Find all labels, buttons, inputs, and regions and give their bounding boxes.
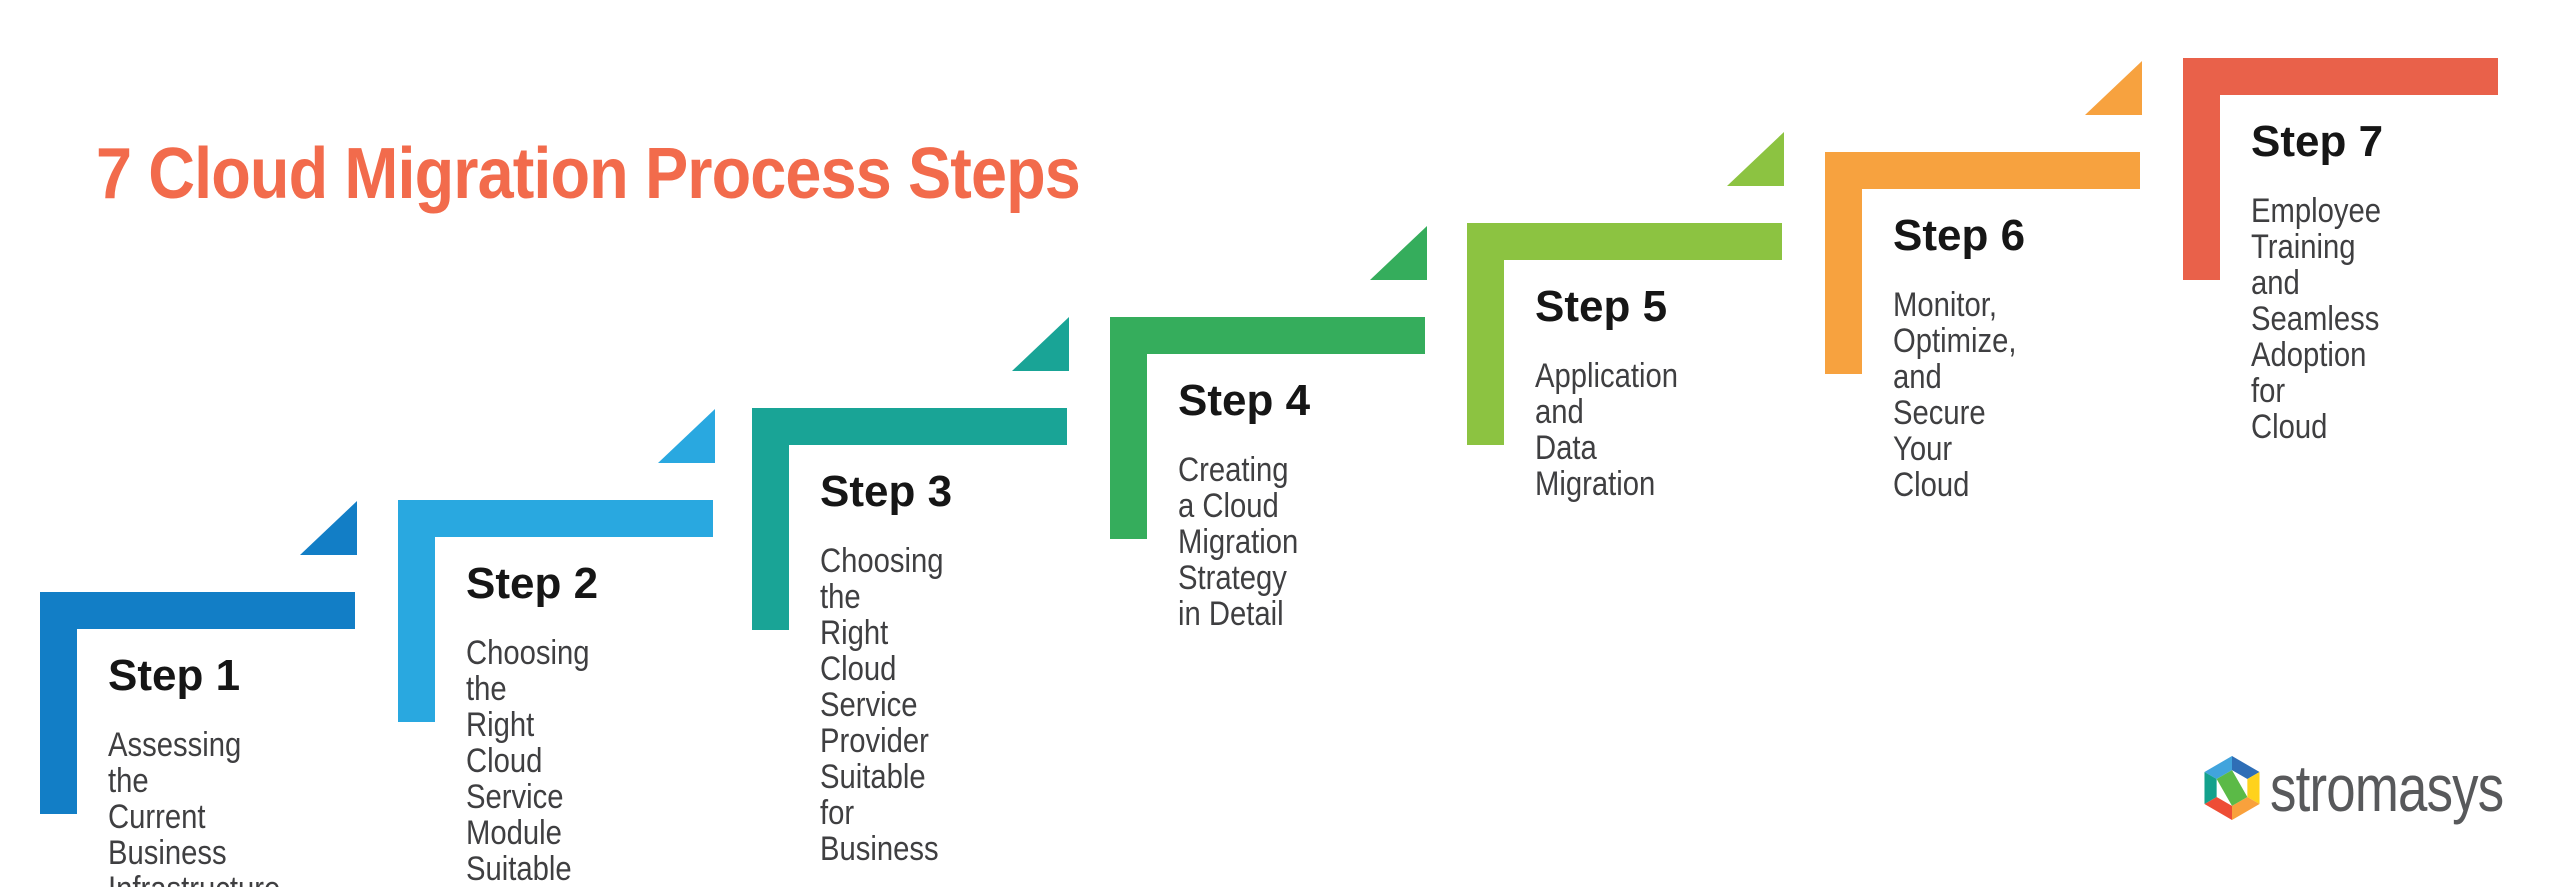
step-title: Step 1 [108,651,241,700]
page-title: 7 Cloud Migration Process Steps [96,134,1081,214]
stromasys-wordmark: stromasys [2270,751,2504,825]
step-description: Choosing the Right Cloud Service Provide… [820,542,944,868]
step-triangle-icon [2085,61,2142,115]
logo-segment-yellow [2247,772,2260,804]
logo-segment-teal [2204,772,2217,804]
step-title: Step 6 [1893,211,2026,260]
step-corner-vertical-bar [1110,317,1147,539]
logo-segment-green [2216,770,2248,806]
step-triangle-icon [1012,317,1069,371]
logo-segment-blue-light [2204,756,2232,780]
step-corner-horizontal-bar [40,592,355,629]
step-description: Monitor, Optimize, and Secure Your Cloud [1893,286,2017,504]
step-description: Choosing the Right Cloud Service Module … [466,634,590,887]
step-description: Employee Training and Seamless Adoption … [2251,192,2382,446]
logo-segment-red [2204,796,2232,820]
step-corner-vertical-bar [2183,58,2220,280]
step-title: Step 3 [820,467,953,516]
step-corner-horizontal-bar [2183,58,2498,95]
step-title: Step 5 [1535,282,1668,331]
step-corner-vertical-bar [398,500,435,722]
step-corner-vertical-bar [1825,152,1862,374]
step-corner-vertical-bar [40,592,77,814]
stromasys-logo-icon [2204,756,2260,820]
step-title: Step 7 [2251,117,2384,166]
step-corner-horizontal-bar [1110,317,1425,354]
step-triangle-icon [1370,226,1427,280]
step-description: Assessing the Current Business Infrastru… [108,726,280,887]
step-corner-horizontal-bar [1467,223,1782,260]
step-corner-vertical-bar [1467,223,1504,445]
step-title: Step 4 [1178,376,1311,425]
step-corner-vertical-bar [752,408,789,630]
step-triangle-icon [1727,132,1784,186]
step-corner-horizontal-bar [1825,152,2140,189]
step-corner-horizontal-bar [752,408,1067,445]
logo-segment-orange [2232,796,2260,820]
step-triangle-icon [300,501,357,555]
step-title: Step 2 [466,559,599,608]
stromasys-logo: stromasys [2200,753,2560,823]
step-description: Creating a Cloud Migration Strategy in D… [1178,451,1299,633]
logo-segment-blue-dark [2232,756,2260,780]
step-triangle-icon [658,409,715,463]
step-description: Application and Data Migration [1535,357,1679,503]
step-corner-horizontal-bar [398,500,713,537]
